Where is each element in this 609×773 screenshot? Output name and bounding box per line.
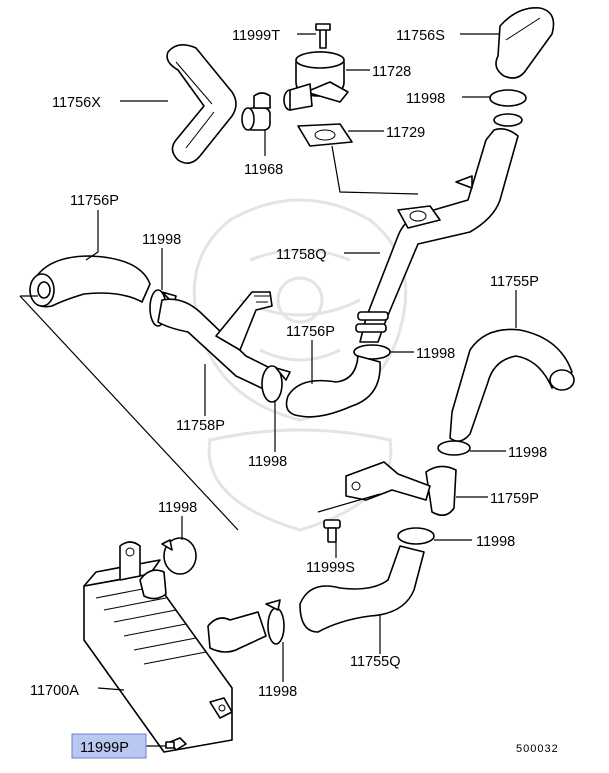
- callout-11998-e[interactable]: 11998: [508, 445, 547, 461]
- callout-11756P-a[interactable]: 11756P: [70, 193, 119, 209]
- clamp-11998-bottom[interactable]: [265, 599, 285, 645]
- gasket-11729[interactable]: [297, 123, 353, 147]
- bolt-11999P[interactable]: [165, 737, 187, 751]
- callout-11968[interactable]: 11968: [244, 162, 283, 178]
- pipe-11758Q[interactable]: [355, 128, 519, 343]
- callout-11758P[interactable]: 11758P: [176, 418, 225, 434]
- callout-11758Q[interactable]: 11758Q: [276, 247, 327, 263]
- highlight-box: [71, 733, 147, 759]
- callout-11756X[interactable]: 11756X: [52, 95, 101, 111]
- hose-11756P-left[interactable]: [29, 255, 151, 308]
- clamp-11998-lower[interactable]: [261, 365, 291, 403]
- clamp-11998-right-b[interactable]: [397, 527, 435, 545]
- callout-11998-f[interactable]: 11998: [476, 534, 515, 550]
- hose-11755P[interactable]: [449, 328, 575, 442]
- callout-11998-a[interactable]: 11998: [406, 91, 445, 107]
- intercooler-11700A[interactable]: [83, 541, 267, 753]
- callout-11756P-b[interactable]: 11756P: [286, 324, 335, 340]
- callout-11999T[interactable]: 11999T: [232, 28, 280, 44]
- leader-gasket-ref: [331, 145, 419, 195]
- callout-11759P[interactable]: 11759P: [490, 491, 539, 507]
- callout-11755Q[interactable]: 11755Q: [350, 654, 401, 670]
- part-11728-valve[interactable]: [283, 23, 349, 111]
- leader-bracket-ref: [317, 493, 381, 513]
- callout-11998-c[interactable]: 11998: [416, 346, 455, 362]
- clamp-11998-ic[interactable]: [161, 537, 197, 575]
- callout-11998-d[interactable]: 11998: [248, 454, 287, 470]
- callout-11998-g[interactable]: 11998: [158, 500, 197, 516]
- callout-11998-b[interactable]: 11998: [142, 232, 181, 248]
- pipe-11758P[interactable]: [157, 291, 279, 393]
- bolt-11999S[interactable]: [323, 519, 341, 543]
- hose-11756P-center[interactable]: [285, 355, 381, 418]
- clamp-11998-top[interactable]: [489, 89, 527, 127]
- hose-11755Q[interactable]: [299, 545, 425, 633]
- callout-11728[interactable]: 11728: [372, 64, 411, 80]
- hose-11756S[interactable]: [495, 7, 555, 79]
- callout-11755P[interactable]: 11755P: [490, 274, 539, 290]
- clamp-11998-right-a[interactable]: [437, 440, 471, 456]
- callout-labels: 11999T 11756S 11728 11756X 11998 11729 1…: [30, 28, 559, 756]
- callout-11999S[interactable]: 11999S: [306, 560, 355, 576]
- pipe-11759P[interactable]: [345, 461, 457, 516]
- callout-11729[interactable]: 11729: [386, 125, 425, 141]
- callout-11756S[interactable]: 11756S: [396, 28, 445, 44]
- diagram-number: 500032: [516, 743, 559, 755]
- callout-11999P[interactable]: 11999P: [80, 740, 129, 756]
- hose-11756X[interactable]: [166, 44, 237, 164]
- leader-lines: [19, 33, 517, 747]
- callout-11998-h[interactable]: 11998: [258, 684, 297, 700]
- part-11968-fitting[interactable]: [241, 92, 271, 131]
- callout-11700A[interactable]: 11700A: [30, 683, 79, 699]
